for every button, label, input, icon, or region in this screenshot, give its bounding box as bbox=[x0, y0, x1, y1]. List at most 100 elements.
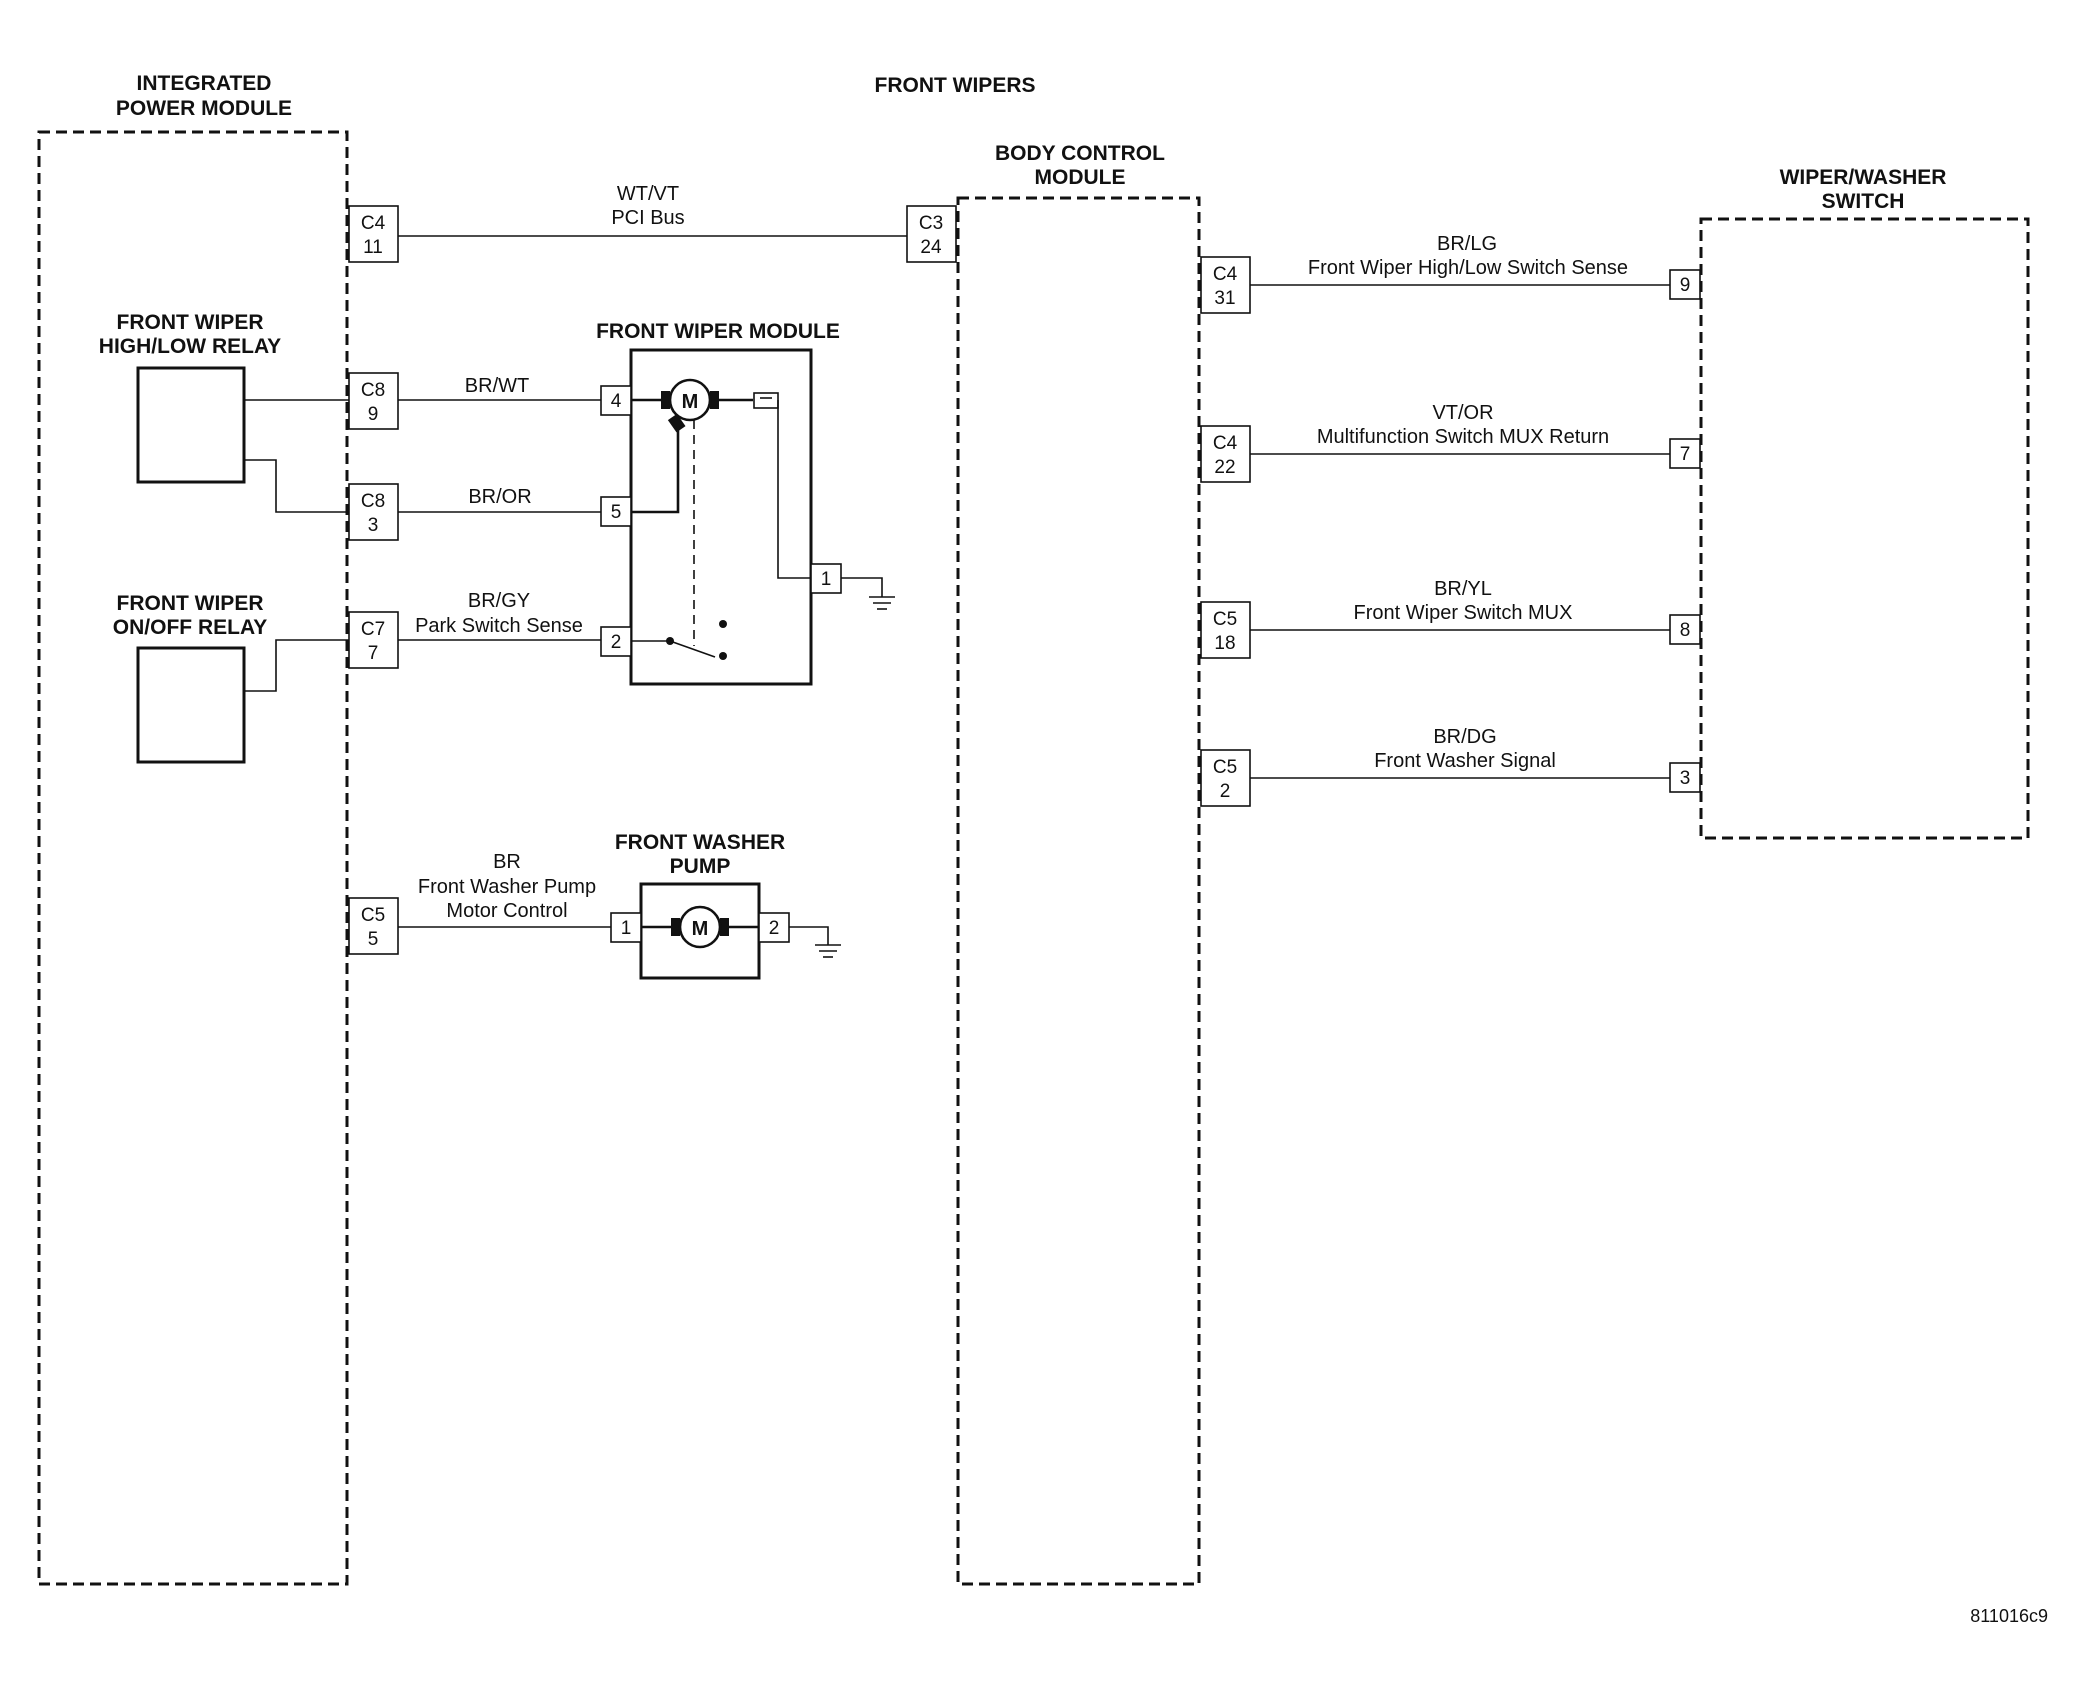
wm-motor-brush-low bbox=[667, 413, 686, 433]
wire-br-yl-color: BR/YL bbox=[1434, 578, 1492, 600]
wire-pci-color: WT/VT bbox=[617, 183, 679, 205]
washer-pump-pin-1: 1 bbox=[610, 912, 642, 943]
wm-park-switch-arm bbox=[669, 640, 716, 658]
ipm-label-line2: POWER MODULE bbox=[116, 97, 292, 120]
diagram-title: FRONT WIPERS bbox=[875, 74, 1036, 97]
bcm-c4-31-pin: 31 bbox=[1214, 288, 1235, 309]
bcm-connector-c5-18: C5 18 bbox=[1200, 601, 1251, 659]
wiper-module-label: FRONT WIPER MODULE bbox=[596, 320, 840, 343]
wire-br-gy-circuit: Park Switch Sense bbox=[415, 615, 583, 637]
wiper-module-pin-4: 4 bbox=[600, 385, 632, 416]
ipm-connector-c8-9: C8 9 bbox=[348, 372, 399, 430]
ipm-c4-11-box bbox=[348, 205, 399, 263]
bcm-c4-31-conn: C4 bbox=[1213, 264, 1238, 285]
bcm-outline bbox=[956, 196, 1201, 1586]
wiper-module-pin-2: 2 bbox=[600, 626, 632, 657]
wm-pin-2-label: 2 bbox=[611, 632, 622, 653]
bcm-c5-18-conn: C5 bbox=[1213, 609, 1237, 630]
wm-pin-5-box bbox=[600, 496, 632, 527]
ipm-connector-c7-7: C7 7 bbox=[348, 611, 399, 669]
hilo-relay-wire-b bbox=[244, 459, 349, 513]
hilo-relay-label-line2: HIGH/LOW RELAY bbox=[99, 335, 281, 358]
wire-vt-or-circuit: Multifunction Switch MUX Return bbox=[1317, 426, 1609, 448]
ipm-c8-9-conn: C8 bbox=[361, 380, 385, 401]
ipm-c5-5-pin: 5 bbox=[368, 929, 379, 950]
ipm-c4-11-pin: 11 bbox=[363, 237, 383, 258]
ipm-c5-5-box bbox=[348, 897, 399, 955]
wiper-module-ground-icon bbox=[841, 577, 895, 610]
switch-outline bbox=[1699, 217, 2030, 840]
bcm-c5-18-box bbox=[1200, 601, 1251, 659]
ipm-c4-11-conn: C4 bbox=[361, 213, 386, 234]
wm-pin-1-label: 1 bbox=[821, 569, 832, 590]
ipm-c7-7-box bbox=[348, 611, 399, 669]
onoff-relay-label-line2: ON/OFF RELAY bbox=[113, 616, 267, 639]
wm-park-cam bbox=[753, 392, 779, 409]
ipm-connector-c4-11: C4 11 bbox=[348, 205, 399, 263]
wm-park-contact-upper bbox=[719, 620, 727, 628]
sw-pin-3-label: 3 bbox=[1680, 768, 1691, 789]
pump-pin-1-box bbox=[610, 912, 642, 943]
ipm-c8-3-conn: C8 bbox=[361, 491, 385, 512]
bcm-c5-18-pin: 18 bbox=[1214, 633, 1235, 654]
pump-motor-brush-left bbox=[671, 918, 680, 936]
onoff-relay-box bbox=[136, 646, 246, 764]
washer-pump-label-line1: FRONT WASHER bbox=[615, 831, 785, 854]
pump-pin-1-label: 1 bbox=[621, 918, 632, 939]
front-wiper-high-low-relay: FRONT WIPER HIGH/LOW RELAY bbox=[99, 311, 281, 484]
switch-pin-9: 9 bbox=[1669, 269, 1701, 300]
bcm-c3-24-pin: 24 bbox=[920, 237, 942, 258]
figure-id: 811016c9 bbox=[1970, 1606, 2048, 1626]
bcm-label-line1: BODY CONTROL bbox=[995, 142, 1165, 165]
ipm-connector-c5-5: C5 5 bbox=[348, 897, 399, 955]
wire-br-circuit-line1: Front Washer Pump bbox=[418, 876, 596, 898]
bcm-label-line2: MODULE bbox=[1035, 166, 1126, 189]
wiper-washer-switch: WIPER/WASHER SWITCH bbox=[1699, 166, 2030, 840]
bcm-c5-2-box bbox=[1200, 749, 1251, 807]
wm-pin-1-box bbox=[810, 563, 842, 594]
wm-ground-wire bbox=[841, 577, 883, 597]
hilo-relay-label-line1: FRONT WIPER bbox=[117, 311, 264, 334]
ipm-c7-7-conn: C7 bbox=[361, 619, 385, 640]
pump-pin-2-label: 2 bbox=[769, 918, 780, 939]
washer-pump-pin-2: 2 bbox=[758, 912, 790, 943]
wm-motor-brush-left bbox=[661, 391, 670, 409]
bcm-c4-22-pin: 22 bbox=[1214, 457, 1235, 478]
front-wiper-module: FRONT WIPER MODULE bbox=[596, 320, 840, 686]
sw-pin-8-box bbox=[1669, 614, 1701, 645]
wm-motor-brush-right bbox=[710, 391, 719, 409]
bcm-connector-c3-24: C3 24 bbox=[906, 205, 957, 263]
ipm-label-line1: INTEGRATED bbox=[137, 72, 272, 95]
hilo-relay-box bbox=[136, 366, 246, 484]
ipm-outline bbox=[37, 130, 349, 1586]
switch-pin-7: 7 bbox=[1669, 438, 1701, 469]
wire-br-wt-color: BR/WT bbox=[465, 375, 529, 397]
switch-pin-3: 3 bbox=[1669, 762, 1701, 793]
onoff-relay-wire bbox=[244, 639, 349, 692]
pump-motor-circle bbox=[678, 905, 722, 949]
ipm-c7-7-pin: 7 bbox=[368, 643, 379, 664]
ipm-c8-3-pin: 3 bbox=[368, 515, 379, 536]
wire-br-dg-circuit: Front Washer Signal bbox=[1374, 750, 1556, 772]
pump-motor-m: M bbox=[692, 918, 709, 940]
wm-low-speed-path bbox=[631, 426, 680, 514]
onoff-relay-label-line1: FRONT WIPER bbox=[117, 592, 264, 615]
washer-pump-ground-icon bbox=[789, 926, 841, 958]
wm-pin-4-label: 4 bbox=[611, 391, 622, 412]
bcm-c3-24-box bbox=[906, 205, 957, 263]
sw-pin-9-box bbox=[1669, 269, 1701, 300]
front-washer-pump: FRONT WASHER PUMP M bbox=[615, 831, 785, 980]
ipm-c8-9-box bbox=[348, 372, 399, 430]
ipm-c8-3-box bbox=[348, 483, 399, 541]
bcm-c4-22-conn: C4 bbox=[1213, 433, 1238, 454]
wire-br-yl-circuit: Front Wiper Switch MUX bbox=[1354, 602, 1573, 624]
wire-br-dg-color: BR/DG bbox=[1433, 726, 1496, 748]
bcm-connector-c4-22: C4 22 bbox=[1200, 425, 1251, 483]
pump-ground-wire bbox=[789, 926, 829, 945]
ipm-c8-9-pin: 9 bbox=[368, 404, 379, 425]
wm-pin-2-box bbox=[600, 626, 632, 657]
switch-label-line2: SWITCH bbox=[1822, 190, 1905, 213]
bcm-connector-c4-31: C4 31 bbox=[1200, 256, 1251, 314]
wm-ground-path bbox=[777, 400, 811, 579]
